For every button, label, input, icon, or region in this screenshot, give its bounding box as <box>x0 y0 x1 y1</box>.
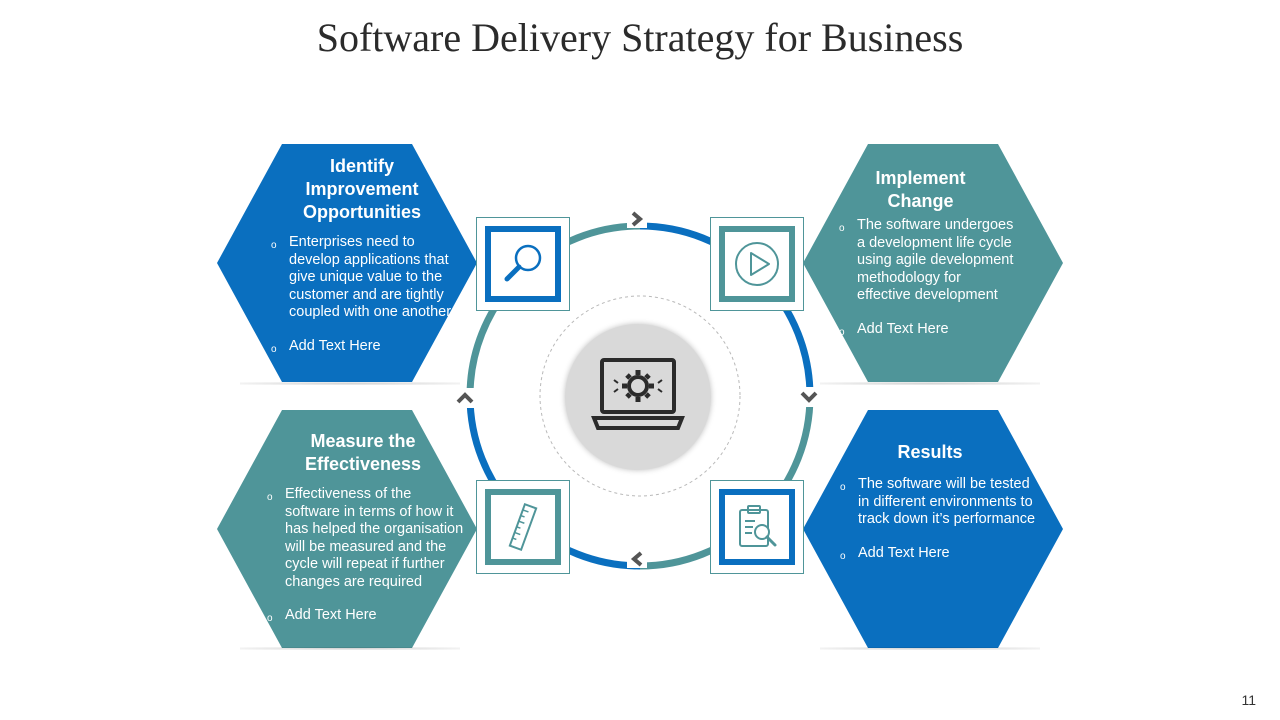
bullet-marker: o <box>267 613 273 624</box>
bullet-marker: o <box>271 240 277 251</box>
step-hexagon-measure <box>217 410 477 648</box>
step-title-identify: Identify Improvement Opportunities <box>303 156 421 222</box>
icon-box-identify <box>476 217 570 311</box>
bullet-marker: o <box>839 223 845 234</box>
step-title-measure: Measure the Effectiveness <box>304 431 422 474</box>
clipboard-search-icon <box>739 505 777 547</box>
step-hexagon-identify <box>217 144 477 382</box>
step-title-implement: Implement Change <box>875 168 966 211</box>
play-button-icon <box>735 242 779 286</box>
hexagon-shadow <box>240 382 460 385</box>
page-number: 11 <box>1241 692 1256 708</box>
icon-box-measure <box>476 480 570 574</box>
hexagon-shadow <box>820 647 1040 650</box>
bullet-marker: o <box>267 492 273 503</box>
bullet-marker: o <box>840 550 846 562</box>
icon-box-results <box>710 480 804 574</box>
bullet-marker: o <box>271 343 277 355</box>
icon-box-implement <box>710 217 804 311</box>
arrow-left-icon <box>627 550 647 568</box>
step-title-results: Results <box>897 442 963 462</box>
arrow-right-icon <box>627 210 647 228</box>
center-circle <box>565 324 711 470</box>
ruler-icon <box>508 502 538 552</box>
slide-title: Software Delivery Strategy for Business <box>316 15 964 60</box>
hexagon-shadow <box>240 647 460 650</box>
arrow-up-icon <box>455 388 475 408</box>
magnifier-icon <box>504 244 542 282</box>
arrow-down-icon <box>799 387 819 407</box>
hexagon-shadow <box>820 382 1040 385</box>
bullet-marker: o <box>839 326 845 338</box>
laptop-gear-icon <box>591 358 685 430</box>
bullet-marker: o <box>840 482 846 493</box>
